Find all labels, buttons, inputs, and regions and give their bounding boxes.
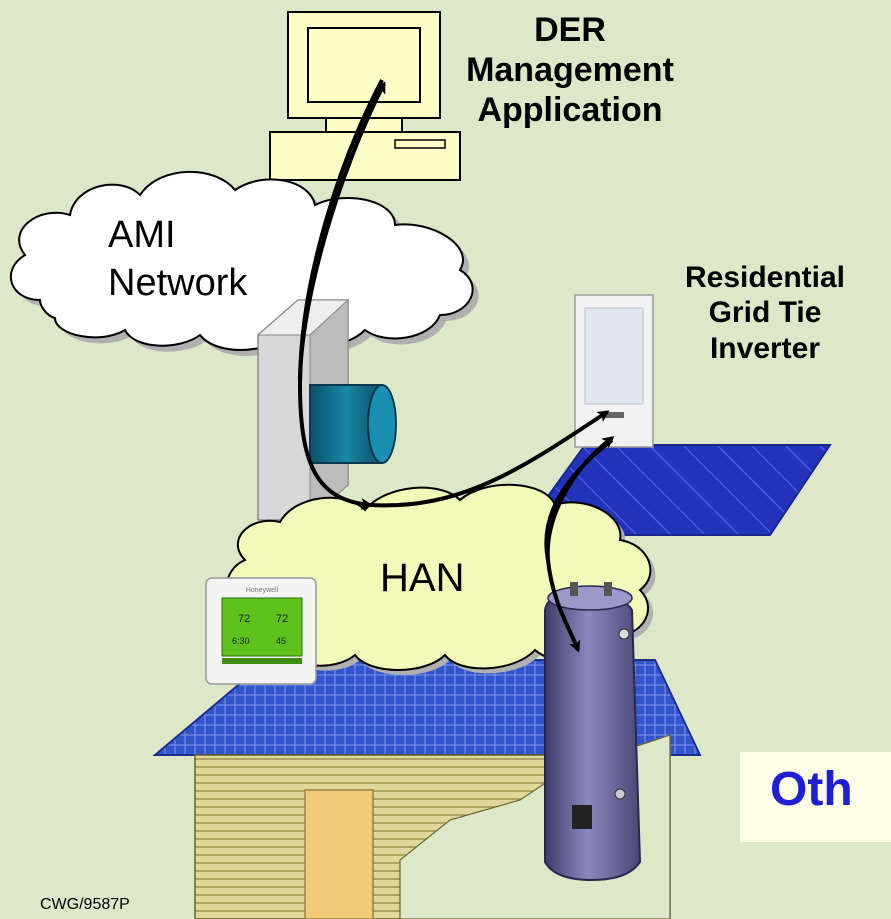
inverter-line3: Inverter: [709, 331, 821, 365]
der-line2: Management: [466, 51, 674, 90]
han-label: HAN: [380, 556, 465, 600]
other-label: Oth: [740, 752, 891, 842]
der-line3: Application: [477, 91, 663, 130]
computer-icon: [269, 11, 461, 181]
arrow-meter-to-inverter: [369, 410, 610, 508]
thermostat-brand: Honeywell: [246, 587, 279, 594]
thermostat-time: 6:30: [232, 636, 250, 646]
der-management-label: DER Management Application: [440, 10, 700, 130]
inverter-label: Residential Grid Tie Inverter: [640, 260, 890, 366]
inverter-line1: Residential: [684, 261, 846, 294]
water-heater-icon: [544, 582, 642, 882]
thermostat-set-temp: 72: [276, 613, 288, 625]
communication-arrows: [297, 79, 615, 653]
arrow-heater-to-inverter: [545, 436, 615, 561]
ami-cloud: [9, 170, 479, 356]
document-code: CWG/9587P: [40, 896, 130, 913]
ami-line1: AMI: [108, 214, 176, 256]
meter-icon: [256, 298, 397, 522]
der-line1: DER: [534, 11, 606, 49]
thermostat-outside-temp: 45: [276, 636, 286, 646]
ami-network-label: AMI Network: [108, 212, 308, 307]
thermostat-icon: Honeywell 72 72 6:30 45: [205, 577, 317, 685]
inverter-line2: Grid Tie: [708, 296, 822, 330]
thermostat-inside-temp: 72: [238, 613, 250, 625]
ami-line2: Network: [108, 261, 248, 304]
arrow-computer-end: [298, 81, 386, 386]
inverter-icon: [574, 294, 654, 448]
